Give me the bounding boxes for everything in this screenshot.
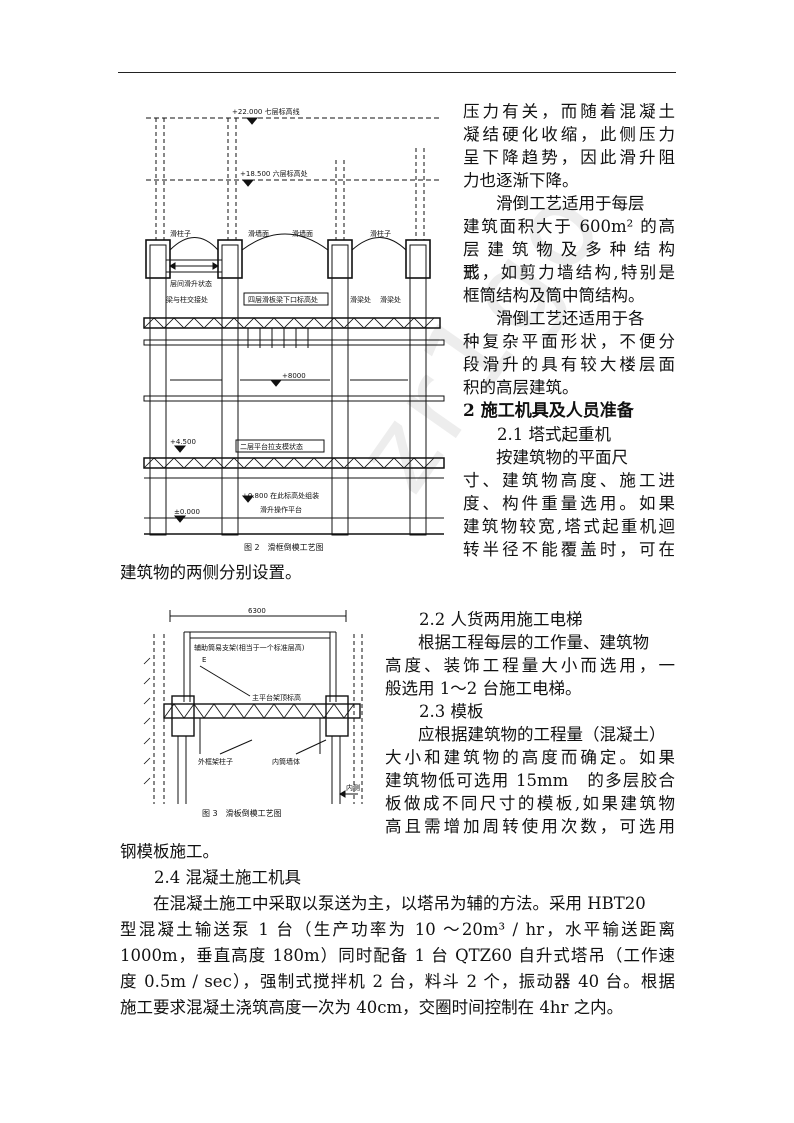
header-rule [118,72,676,73]
fig2-label-fourth-floor: 四层滑板梁下口标高处 [248,295,318,304]
fig2-label-beam-col-joint: 梁与柱交接处 [166,295,208,304]
text-line: 压力有关，而随着混凝土 [463,102,675,121]
text-line: 滑倒工艺适用于每层 [463,194,645,213]
fig2-label-second-floor: 二层平台拉支模状态 [240,442,303,451]
text-line: 根据工程每层的工作量、建筑物 [385,633,649,652]
text-line: 高度、装饰工程量大小而选用，一 [385,656,675,675]
figure-2-drawing: +22.000 七层标高线 +18.500 六层标高处 滑柱子 滑墙面 滑墙面 … [143,107,445,552]
text-line: 按建筑物的平面尺 [463,448,628,467]
fig3-label-inner-wall: 内筒墙体 [272,757,300,766]
fig3-label-aux-support: 辅助筒易支架(相当于一个标准层高) [194,643,305,652]
text-line: 力也逐渐下降。 [463,171,579,190]
text-line: 1000m，垂直高度 180m）同时配备 1 台 QTZ60 自升式塔吊（工作速 [120,946,675,965]
text-line: 应根据建筑物的工程量（混凝土） [385,725,666,744]
text-line: 型混凝土输送泵 1 台（生产功率为 10 ～20m³ / hr，水平输送距离 [120,920,675,939]
fig2-label-status: 层间滑升状态 [170,279,212,288]
fig2-label-slide-wall-2: 滑墙面 [292,229,313,238]
fig2-label-slide-wall: 滑墙面 [248,229,269,238]
text-line: 段滑升的具有较大楼层面 [463,355,675,374]
fig2-label-beam-place-2: 滑梁处 [380,295,401,304]
text-line: 转半径不能覆盖时，可在 [463,540,675,559]
figure-3-drawing: 6300 辅助筒易支架(相当于一个标准层高) E 主平台架顶标高 外框架柱子 内… [143,607,363,818]
text-line: 积的高层建筑。 [463,378,579,397]
fig3-label-inner-side: 内侧 [346,783,360,792]
text-line: 种复杂平面形状，不便分 [463,332,675,351]
text-line: 度、构件重量选用。如果 [463,494,675,513]
text-line: 钢模板施工。 [120,842,219,861]
text-line: 式，如剪力墙结构,特别是 [463,263,675,282]
fig2-label-slide-column-2: 滑柱子 [370,229,391,238]
text-line: 框筒结构及筒中筒结构。 [463,286,645,305]
fig3-label-top-dim: 6300 [248,607,266,615]
fig3-label-outer-column: 外框架柱子 [198,757,233,766]
text-line: 在混凝土施工中采取以泵送为主，以塔吊为辅的方法。采用 HBT20 [120,894,646,913]
text-line: 建筑面积大于 600m² 的高 [463,217,675,236]
fig2-label-elev-0000: ±0.000 [174,508,200,516]
text-line: 滑倒工艺还适用于各 [463,309,645,328]
text-line: 凝结硬化收缩，此侧压力 [463,125,675,144]
fig2-label-elev-0800: +0.800 在此标高处组装 [242,491,319,500]
text-line: 度 0.5m / sec），强制式搅拌机 2 台，料斗 2 个，振动器 40 台… [120,972,675,991]
text-line: 建筑物的两侧分别设置。 [120,563,302,582]
text-line: 板做成不同尺寸的模板,如果建筑物 [385,794,675,813]
fig2-label-elev-22000: +22.000 七层标高线 [232,107,300,116]
subsection-heading: 2.3 模板 [419,702,484,721]
fig2-label-slide-column: 滑柱子 [170,229,191,238]
subsection-heading: 2.4 混凝土施工机具 [154,868,301,887]
text-line: 呈下降趋势，因此滑升阻 [463,148,675,167]
fig2-label-elev-8000: +8000 [282,372,306,380]
text-line: 寸、建筑物高度、施工进 [463,471,675,490]
fig3-label-main-platform: 主平台架顶标高 [252,693,301,702]
subsection-heading: 2.1 塔式起重机 [497,425,611,444]
subsection-heading: 2.2 人货两用施工电梯 [419,610,583,629]
figure-3: 6300 辅助筒易支架(相当于一个标准层高) E 主平台架顶标高 外框架柱子 内… [140,604,380,822]
text-line: 建筑物较宽,塔式起重机迴 [463,517,675,536]
text-line: 大小和建筑物的高度而确定。如果 [385,748,675,767]
section-heading: 2 施工机具及人员准备 [463,401,634,421]
fig3-label-e-mark: E [202,656,206,664]
fig2-label-elev-4500: +4.500 [170,438,196,446]
text-line: 高且需增加周转使用次数，可选用 [385,817,675,836]
figure-2: +22.000 七层标高线 +18.500 六层标高处 滑柱子 滑墙面 滑墙面 … [140,100,458,560]
fig2-label-elev-18500: +18.500 六层标高处 [240,169,308,178]
fig3-caption: 图 3 滑板倒模工艺图 [202,808,282,818]
text-line: 层 建 筑 物 及 多 种 结 构 形 [463,240,675,282]
fig2-label-beam-place: 滑梁处 [350,295,371,304]
fig2-caption: 图 2 滑框倒模工艺图 [244,542,324,552]
fig2-label-platform: 滑升操作平台 [260,505,302,514]
text-line: 般选用 1～2 台施工电梯。 [385,679,582,698]
text-line: 建筑物低可选用 15mm 的多层胶合 [385,771,675,790]
text-line: 施工要求混凝土浇筑高度一次为 40cm，交圈时间控制在 4hr 之内。 [120,998,624,1017]
